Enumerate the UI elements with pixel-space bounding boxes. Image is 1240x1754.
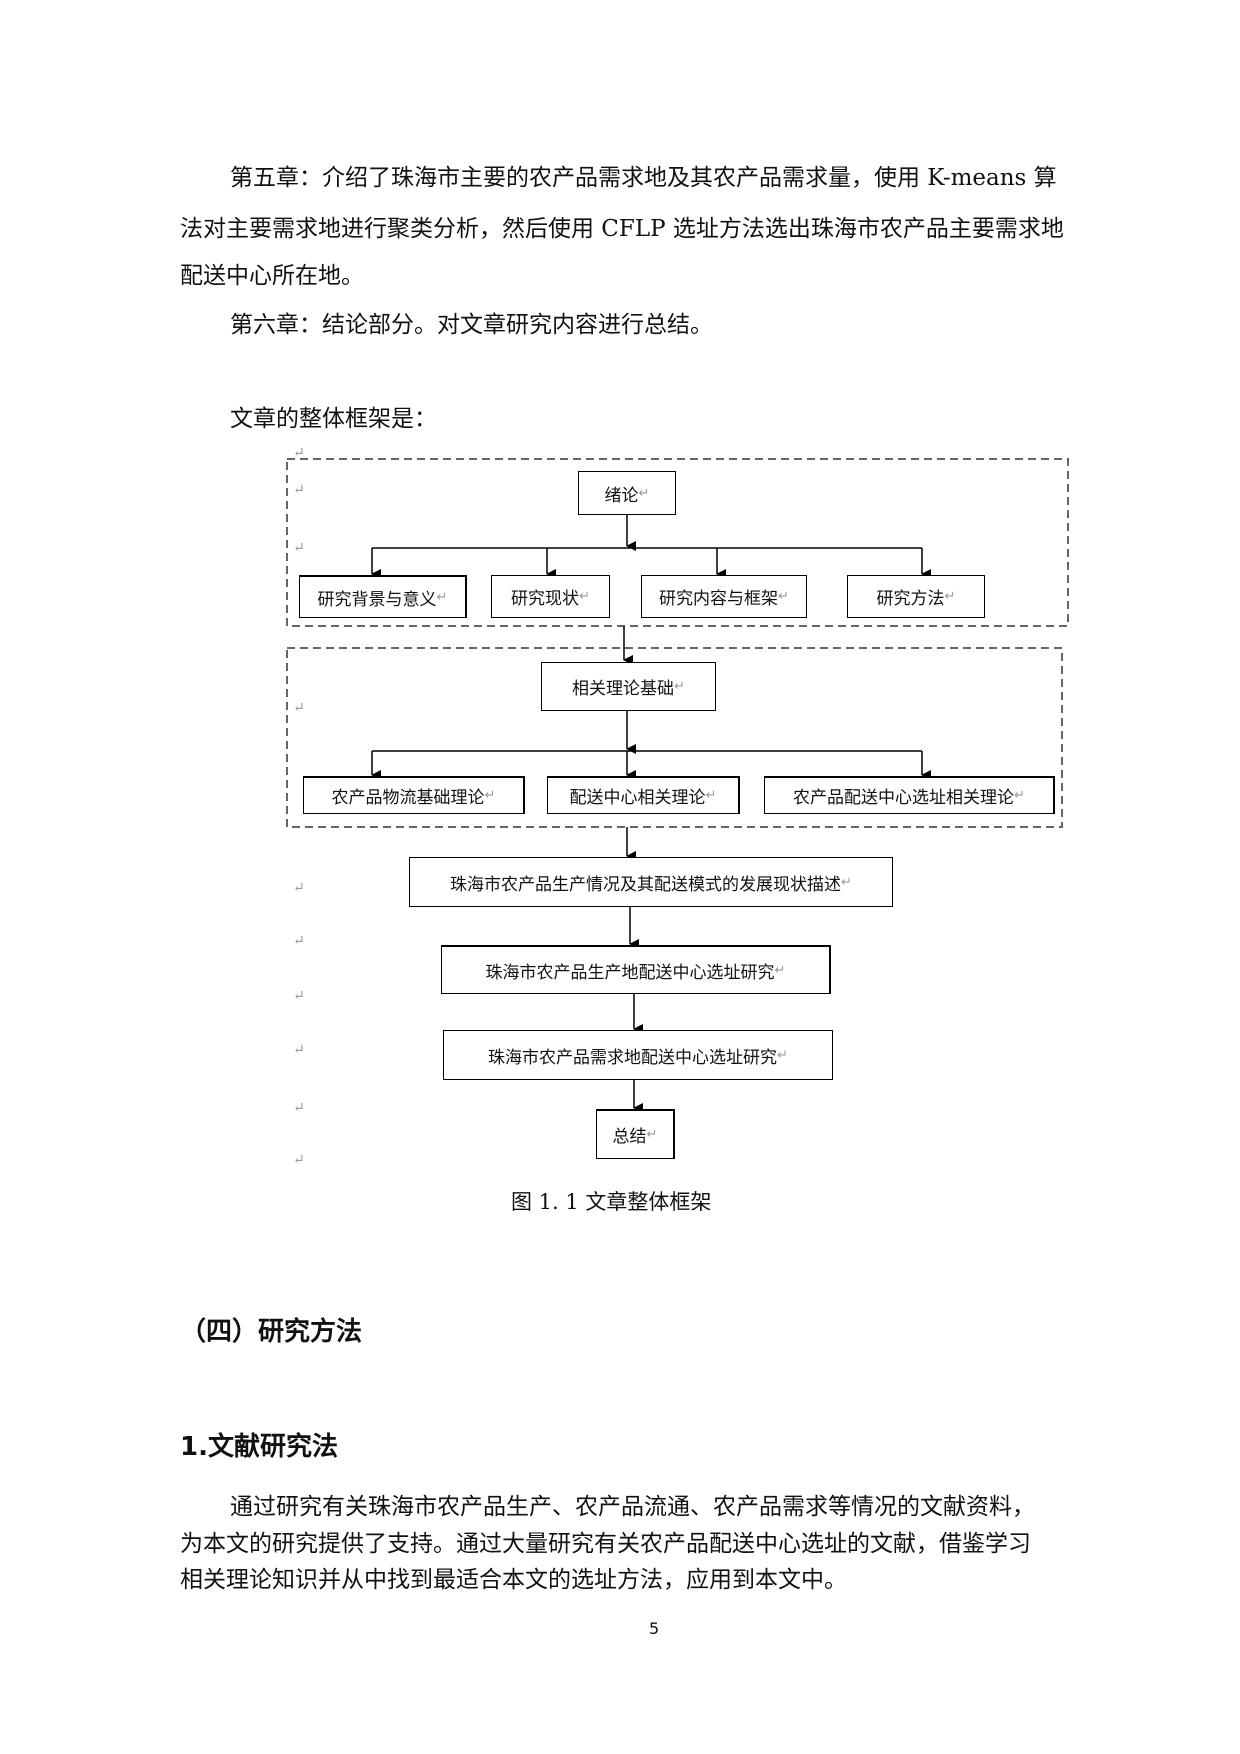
figure-caption: 图 1. 1 文章整体框架: [511, 1190, 712, 1214]
paragraph-line: 相关理论知识并从中找到最适合本文的选址方法，应用到本文中。: [180, 1567, 847, 1593]
paragraph-line: 配送中心所在地。: [180, 263, 364, 289]
return-mark: ↵: [293, 540, 305, 556]
return-mark: ↵: [293, 445, 305, 461]
node-demand-site: 珠海市农产品需求地配送中心选址研究↵: [443, 1030, 833, 1080]
node-theory: 相关理论基础↵: [541, 662, 716, 711]
return-mark: ↵: [293, 700, 305, 716]
return-mark: ↵: [293, 933, 305, 949]
node-logistics-theory: 农产品物流基础理论↵: [303, 776, 525, 814]
node-status-description: 珠海市农产品生产情况及其配送模式的发展现状描述↵: [409, 857, 893, 907]
node-methods: 研究方法↵: [847, 575, 985, 618]
group-frame-theory: [286, 647, 1063, 828]
node-location-theory: 农产品配送中心选址相关理论↵: [764, 776, 1055, 814]
return-mark: ↵: [293, 1100, 305, 1116]
paragraph-line: 为本文的研究提供了支持。通过大量研究有关农产品配送中心选址的文献，借鉴学习: [180, 1531, 1031, 1557]
return-mark: ↵: [293, 1042, 305, 1058]
node-status: 研究现状↵: [491, 575, 610, 618]
paragraph-line: 通过研究有关珠海市农产品生产、农产品流通、农产品需求等情况的文献资料，: [230, 1494, 1035, 1520]
subsection-heading: 1.文献研究法: [180, 1432, 338, 1462]
node-introduction: 绪论↵: [578, 471, 676, 515]
node-background: 研究背景与意义↵: [299, 575, 467, 618]
node-dc-theory: 配送中心相关理论↵: [547, 776, 740, 814]
node-summary: 总结↵: [596, 1109, 675, 1159]
diagram-intro: 文章的整体框架是：: [230, 406, 437, 432]
return-mark: ↵: [293, 988, 305, 1004]
group-frame-intro: [286, 458, 1069, 627]
section-heading: （四）研究方法: [180, 1317, 363, 1347]
return-mark: ↵: [293, 1152, 305, 1168]
paragraph-line: 法对主要需求地进行聚类分析，然后使用 CFLP 选址方法选出珠海市农产品主要需求…: [180, 216, 1064, 242]
node-content: 研究内容与框架↵: [641, 575, 807, 618]
node-production-site: 珠海市农产品生产地配送中心选址研究↵: [441, 945, 831, 994]
return-mark: ↵: [293, 482, 305, 498]
paragraph-line: 第五章：介绍了珠海市主要的农产品需求地及其农产品需求量，使用 K-means 算: [230, 165, 1057, 191]
page-number: 5: [649, 1619, 660, 1638]
return-mark: ↵: [293, 880, 305, 896]
paragraph-line: 第六章：结论部分。对文章研究内容进行总结。: [230, 312, 713, 338]
